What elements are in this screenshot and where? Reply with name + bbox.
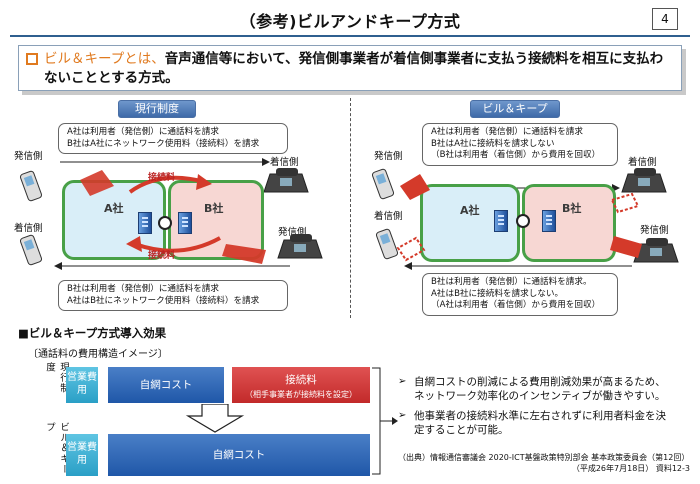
intro-text: ビル＆キープとは、音声通信等において、発信側事業者が着信側事業者に支払う接続料を… bbox=[44, 50, 676, 88]
left-flow-graphic bbox=[19, 158, 323, 270]
interconnection-fee-label: 接続料 bbox=[285, 374, 317, 386]
sales-cost-bar-current: 営業費用 bbox=[66, 367, 98, 403]
right-note-top-line3: （B社は利用者（着信側）から費用を回収） bbox=[431, 150, 601, 160]
left-caller-right-label: 発信側 bbox=[278, 227, 307, 238]
bullet-square-icon bbox=[26, 53, 38, 65]
switch-node-icon bbox=[494, 210, 508, 232]
right-arrowhead-bottom bbox=[404, 262, 412, 270]
right-caller-top-label: 発信側 bbox=[374, 151, 403, 162]
source-line-2: （平成26年7月18日） 資料12-3 bbox=[571, 464, 690, 473]
intro-lead: ビル＆キープとは、 bbox=[44, 51, 165, 67]
right-network-b bbox=[522, 184, 616, 262]
right-receiver-top-label: 着信側 bbox=[628, 157, 657, 168]
left-arrowhead-top bbox=[262, 158, 270, 166]
call-arrow-right-solid bbox=[610, 236, 642, 258]
panel-divider bbox=[350, 98, 351, 318]
effects-bullet-1: 自網コストの削減による費用削減効果が高まるため、ネットワーク効率化のインセンティ… bbox=[398, 375, 676, 403]
page-number: 4 bbox=[652, 8, 678, 30]
fee-arc-top-head bbox=[196, 174, 212, 190]
left-note-top-line1: A社は利用者（発信側）に通話料を請求 bbox=[67, 127, 219, 137]
left-company-a: A社 bbox=[104, 202, 124, 215]
left-company-b: B社 bbox=[204, 202, 224, 215]
right-note-bottom: B社は利用者（発信側）に通話料を請求。 A社はB社に接続料を請求しない。 （A社… bbox=[422, 273, 618, 316]
transition-arrow bbox=[185, 404, 245, 433]
effects-subheading: 〔通話料の費用構造イメージ〕 bbox=[28, 349, 168, 360]
intro-box bbox=[18, 45, 682, 91]
effects-heading: ■ビル＆キープ方式導入効果 bbox=[18, 326, 167, 340]
call-arrow-right bbox=[222, 244, 266, 264]
desk-phone-icon bbox=[621, 168, 667, 193]
panel-label-bill-keep: ビル＆キープ bbox=[470, 100, 560, 118]
effects-bullets: 自網コストの削減による費用削減効果が高まるため、ネットワーク効率化のインセンティ… bbox=[398, 375, 676, 443]
left-fee-arrows bbox=[80, 170, 266, 264]
left-note-top-line2: B社はA社にネットワーク使用料（接続料）を請求 bbox=[67, 138, 260, 149]
source-citation: （出典）情報通信審議会 2020-ICT基盤政策特別部会 基本政策委員会（第12… bbox=[398, 452, 694, 474]
row-label-bill-keep: ビル＆キープ bbox=[44, 422, 69, 475]
left-receiver-left-label: 着信側 bbox=[14, 223, 43, 234]
sales-cost-bar-bill-keep: 営業費用 bbox=[66, 434, 98, 476]
right-caller-right-label: 発信側 bbox=[640, 225, 669, 236]
desk-phone-icon bbox=[633, 238, 679, 263]
switch-node-icon bbox=[178, 212, 192, 234]
call-arrow-right-dashed bbox=[610, 192, 640, 214]
right-note-bottom-line2: A社はB社に接続料を請求しない。 bbox=[431, 288, 564, 299]
interconnect-point-icon bbox=[158, 216, 172, 230]
right-note-bottom-line3: （A社は利用者（着信側）から費用を回収） bbox=[431, 300, 601, 310]
interconnection-fee-note: （相手事業者が接続料を設定） bbox=[245, 390, 357, 399]
fee-arc-bottom-head bbox=[126, 236, 142, 252]
call-arrow-left bbox=[80, 170, 114, 196]
title-rule bbox=[10, 35, 690, 37]
desk-phone-icon bbox=[277, 234, 323, 259]
right-note-top-line2: B社はA社に接続料を請求しない bbox=[431, 138, 555, 149]
left-caller-top-label: 発信側 bbox=[14, 151, 43, 162]
bracket-arrow bbox=[372, 367, 398, 475]
right-call-arrows bbox=[396, 174, 642, 262]
left-note-top: A社は利用者（発信側）に通話料を請求 B社はA社にネットワーク使用料（接続料）を… bbox=[58, 123, 288, 154]
left-fee-bottom: 接続料 bbox=[148, 251, 176, 261]
left-note-bottom: B社は利用者（発信側）に通話料を請求 A社はB社にネットワーク使用料（接続料）を… bbox=[58, 280, 288, 311]
call-arrow-left-solid bbox=[400, 174, 430, 200]
right-company-b: B社 bbox=[562, 202, 582, 215]
page-title: （参考)ビルアンドキープ方式 bbox=[239, 12, 461, 31]
left-fee-top: 接続料 bbox=[148, 173, 176, 183]
switch-node-icon bbox=[138, 212, 152, 234]
fee-arc-top bbox=[128, 175, 206, 194]
source-line-1: （出典）情報通信審議会 2020-ICT基盤政策特別部会 基本政策委員会（第12… bbox=[398, 453, 690, 462]
interconnect-point-icon bbox=[516, 214, 530, 228]
switch-node-icon bbox=[542, 210, 556, 232]
call-arrow-left-dashed bbox=[396, 236, 426, 262]
mobile-phone-icon bbox=[19, 170, 43, 202]
right-note-bottom-line1: B社は利用者（発信側）に通話料を請求。 bbox=[431, 277, 592, 287]
effects-bullet-2: 他事業者の接続料水準に左右されずに利用者料金を決定することが可能。 bbox=[398, 409, 676, 437]
panel-label-current: 現行制度 bbox=[118, 100, 196, 118]
right-company-a: A社 bbox=[460, 204, 480, 217]
left-receiver-top-label: 着信側 bbox=[270, 157, 299, 168]
left-arrowhead-bottom bbox=[54, 262, 62, 270]
fee-arc-bottom bbox=[134, 236, 221, 253]
mobile-phone-icon bbox=[371, 168, 395, 200]
left-note-bottom-line1: B社は利用者（発信側）に通話料を請求 bbox=[67, 284, 219, 294]
right-note-top-line1: A社は利用者（発信側）に通話料を請求 bbox=[431, 127, 583, 137]
own-network-cost-bar-bill-keep: 自網コスト bbox=[108, 434, 370, 476]
interconnection-fee-bar: 接続料 （相手事業者が接続料を設定） bbox=[232, 367, 370, 403]
desk-phone-icon bbox=[263, 168, 309, 193]
right-note-top: A社は利用者（発信側）に通話料を請求 B社はA社に接続料を請求しない （B社は利… bbox=[422, 123, 618, 166]
mobile-phone-icon bbox=[19, 234, 43, 266]
intro-body: 音声通信等において、発信側事業者が着信側事業者に支払う接続料を相互に支払わないこ… bbox=[44, 51, 664, 86]
row-label-current: 現行制度 bbox=[44, 362, 69, 394]
mobile-phone-icon bbox=[375, 228, 399, 260]
left-note-bottom-line2: A社はB社にネットワーク使用料（接続料）を請求 bbox=[67, 295, 260, 306]
own-network-cost-bar-current: 自網コスト bbox=[108, 367, 224, 403]
right-receiver-left-label: 着信側 bbox=[374, 211, 403, 222]
